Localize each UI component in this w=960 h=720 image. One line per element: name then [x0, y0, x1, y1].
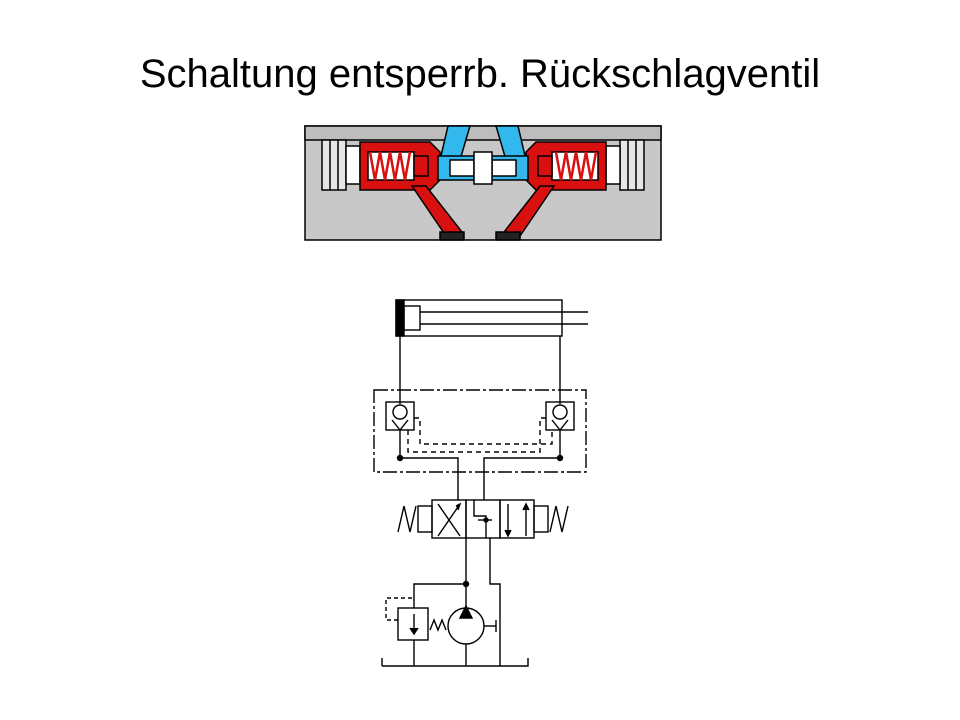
- tank-symbol: [381, 658, 529, 667]
- work-line-a: [399, 430, 459, 500]
- pilot-lines: [407, 417, 553, 453]
- left-end-cap: [321, 139, 361, 191]
- double-acting-cylinder-icon: [395, 299, 588, 337]
- port-b-connector: [495, 231, 521, 241]
- left-spring-chamber: [359, 141, 441, 191]
- check-valve-icon: [545, 401, 575, 432]
- hydraulic-pump-icon: [447, 584, 497, 645]
- hydraulic-schematic: [373, 299, 588, 667]
- housing-top-band: [304, 125, 662, 141]
- slide-title: Schaltung entsperrb. Rückschlagventil: [139, 52, 821, 96]
- pilot-channels: [437, 125, 529, 185]
- check-valve-icon: [385, 401, 415, 432]
- work-line-b: [483, 430, 561, 500]
- valve-cutaway: [304, 125, 662, 241]
- check-valve-block-frame: [373, 389, 587, 473]
- tank-line: [489, 538, 501, 666]
- port-a-connector: [439, 231, 465, 241]
- port-channels: [410, 185, 556, 241]
- 4-3-directional-valve-icon: [397, 499, 569, 539]
- pressure-relief-valve-icon: [385, 597, 447, 641]
- right-spring-chamber: [525, 141, 607, 191]
- right-end-cap: [605, 139, 645, 191]
- relief-branch-line: [413, 583, 466, 608]
